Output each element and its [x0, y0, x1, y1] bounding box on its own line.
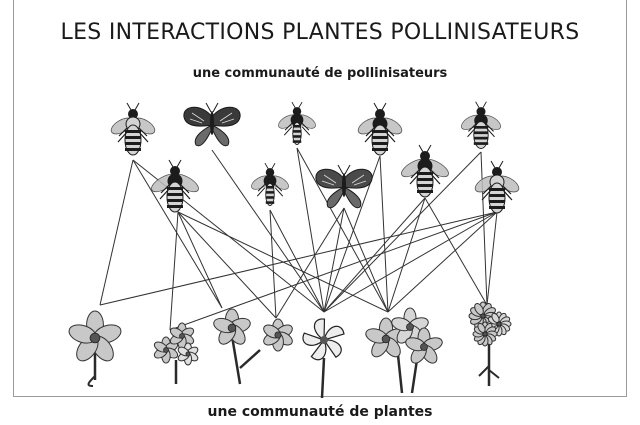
plant-small-cluster-icon	[153, 323, 200, 384]
bumblebee-icon	[109, 103, 158, 155]
plant-star-icon	[212, 309, 260, 384]
plant-large-cluster-icon	[364, 308, 444, 393]
plant-five-petal-icon	[67, 311, 124, 386]
interaction-link-fly-1-plant-2	[170, 212, 178, 330]
interaction-link-bee-4-plant-1	[100, 212, 497, 305]
interaction-link-fly-1-plant-4	[178, 212, 276, 318]
plant-daisy-icon	[469, 302, 511, 386]
fly-icon	[149, 160, 201, 212]
wasp-icon	[276, 102, 317, 145]
fly-icon	[399, 145, 451, 197]
interaction-link-bee-3-plant-7	[481, 152, 487, 305]
interaction-link-bee-1-plant-1	[100, 160, 133, 305]
pollinator-row	[109, 102, 522, 213]
interaction-link-bee-4-plant-5	[324, 212, 497, 312]
bumblebee-icon	[473, 161, 522, 213]
moth-icon	[184, 103, 240, 146]
plant-pinwheel-icon	[300, 317, 344, 398]
wasp-icon	[249, 163, 290, 206]
bee-icon	[356, 103, 405, 155]
plant-star-small-icon	[261, 319, 294, 351]
interaction-link-bee-4-plant-7	[487, 212, 497, 305]
bee-icon	[459, 102, 503, 149]
interaction-link-fly-2-plant-7	[425, 198, 487, 305]
interaction-link-bee-2-plant-6	[380, 156, 388, 312]
interaction-link-bee-4-plant-2	[170, 212, 497, 330]
plant-row	[67, 302, 511, 398]
interaction-link-fly-1-plant-3	[178, 212, 222, 308]
